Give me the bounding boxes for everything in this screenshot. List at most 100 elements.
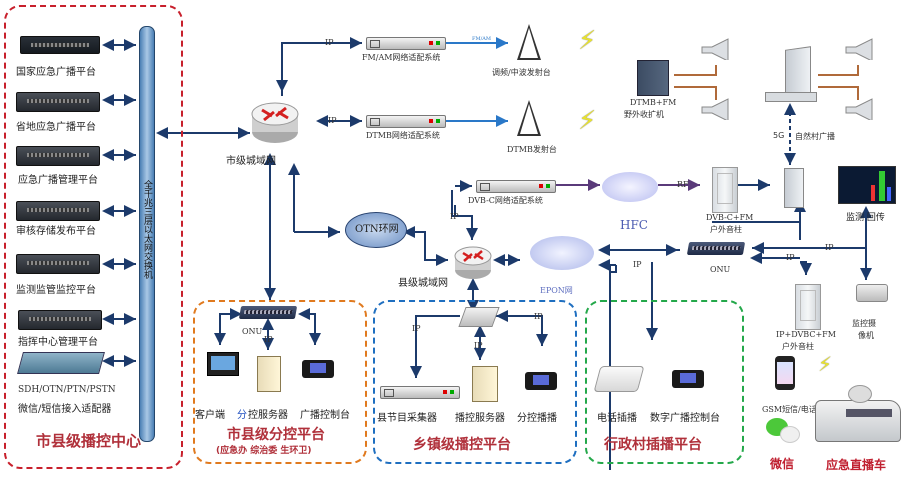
camera-label-line1: 监控摄 [852, 319, 876, 328]
ip-label-monitor: IP [825, 243, 834, 252]
dtmb-tower-label: DTMB发射台 [507, 145, 557, 154]
fm-tower-label: 调频/中波发射台 [492, 68, 551, 77]
town-server-label: 播控服务器 [455, 413, 505, 424]
field-onu-label: ONU [710, 265, 731, 274]
wireless-signal-icon: ⚡ [578, 26, 597, 56]
town-title: 乡镇级播控平台 [413, 437, 511, 453]
town-ip-label-3: IP [534, 312, 543, 321]
center-title: 市县级播控中心 [36, 432, 142, 450]
monitoring-platform-label: 监测监管监控平台 [16, 285, 96, 296]
ip-column-label-line1: IP+DVBC+FM [776, 330, 836, 339]
dtmb-adapter-device [366, 115, 446, 128]
dtmb-adapter-label: DTMB网络适配系统 [366, 131, 440, 140]
receiver-label-line1: DTMB+FM [630, 98, 677, 107]
city-onu-device [238, 306, 298, 319]
rf-label: RF [677, 180, 689, 189]
county-router-icon [454, 246, 492, 279]
county-metro-label: 县级城域网 [398, 278, 448, 289]
command-platform-device [18, 310, 102, 330]
epon-label: EPON网 [540, 286, 573, 295]
town-server-icon [472, 366, 498, 402]
provincial-platform-label: 省地应急广播平台 [16, 122, 96, 133]
dtmb-tower-icon [517, 100, 541, 136]
client-pc-icon [207, 352, 239, 376]
city-router-icon [251, 102, 299, 143]
camera-label-line2: 像机 [858, 331, 874, 340]
camera-icon [856, 284, 888, 302]
monitoring-screen-icon [838, 166, 896, 204]
hfc-label: HFC [620, 218, 648, 232]
horn-speaker-icon [701, 38, 729, 60]
monitor-return-label: 监测 回传 [846, 213, 885, 223]
management-platform-device [16, 146, 100, 166]
control-server-icon [257, 356, 281, 392]
monitoring-platform-device [16, 254, 100, 274]
otn-label: OTN环网 [355, 224, 399, 235]
gsm-label: GSM短信/电话 [762, 405, 817, 414]
phone-insert-label: 电话插播 [597, 413, 637, 424]
dvbc-column-speaker-icon [712, 167, 738, 213]
city-ip-label: IP [264, 335, 273, 344]
core-switch-pipe [139, 26, 155, 442]
management-platform-label: 应急广播管理平台 [18, 175, 98, 186]
wechat-label: 微信 [770, 457, 795, 471]
access-adapter-device [17, 352, 105, 374]
ip-label-fm: IP [325, 38, 334, 47]
broadcast-vehicle-icon [815, 400, 901, 442]
fm-tower-icon [517, 24, 541, 60]
ip-label-dtmb: IP [328, 116, 337, 125]
natural-village-label: 自然村广播 [795, 132, 835, 141]
village-box [585, 300, 744, 464]
city-metro-label: 市级城域网 [226, 156, 276, 167]
town-console-icon [525, 372, 557, 390]
town-switch-icon [458, 307, 500, 327]
dvbc-column-label-line2: 户外音柱 [710, 225, 742, 234]
city-sub-subtitle: (应急办 综治委 生环卫) [216, 446, 312, 456]
ip-label-epon: IP [633, 260, 642, 269]
access-adapter-label-line2: 微信/短信接入适配器 [18, 404, 112, 415]
epon-cloud-icon [530, 236, 594, 270]
city-sub-box [193, 300, 367, 464]
city-sub-title: 市县级分控平台 [227, 427, 325, 443]
dvbc-column-label-line1: DVB-C+FM [706, 213, 754, 222]
provincial-platform-device [16, 92, 100, 112]
wireless-signal-icon-3: ⚡ [818, 352, 833, 376]
ip-column-speaker-icon [795, 284, 821, 330]
hfc-cloud-icon [602, 172, 658, 202]
village-title: 行政村插播平台 [604, 437, 702, 453]
national-platform-label: 国家应急广播平台 [16, 67, 96, 78]
five-g-base-unit [765, 92, 817, 102]
phone-insert-device-icon [593, 366, 645, 392]
wechat-icon-bubble [780, 426, 800, 443]
ip-column-label-line2: 户外音柱 [782, 342, 814, 351]
village-console-icon [672, 370, 704, 388]
console-label: 广播控制台 [300, 410, 350, 421]
antenna-panel-icon [784, 168, 804, 208]
vehicle-label: 应急直播车 [826, 458, 887, 472]
broadcast-console-icon [302, 360, 334, 378]
collector-device [380, 386, 460, 399]
collector-label: 县节目采集器 [377, 413, 437, 424]
client-label: 客户端 [195, 410, 225, 421]
review-platform-device [16, 201, 100, 221]
horn-speaker-icon-2 [701, 98, 729, 120]
core-switch-label: 全千兆三层以太网交换机 [142, 180, 152, 279]
town-ip-label-2: IP [474, 341, 483, 350]
city-onu-label: ONU [242, 327, 263, 336]
horn-speaker-icon-3 [845, 38, 873, 60]
town-box [373, 300, 577, 464]
server-label: 控服务器 [248, 410, 288, 421]
dvbc-adapter-device [476, 180, 556, 193]
dvbc-adapter-label: DVB-C网络适配系统 [468, 196, 543, 205]
field-onu-device [686, 242, 746, 255]
horn-speaker-icon-4 [845, 98, 873, 120]
review-platform-label: 审核存储发布平台 [16, 226, 96, 237]
server-label-prefix: 分 [237, 410, 247, 421]
wireless-signal-icon-2: ⚡ [578, 106, 597, 136]
field-receiver-device [637, 60, 669, 96]
fm-am-link-label: FM/AM [472, 36, 492, 42]
receiver-label-line2: 野外收扩机 [624, 110, 664, 119]
otn-ring-icon [345, 212, 407, 248]
satellite-dish-icon [848, 385, 872, 403]
